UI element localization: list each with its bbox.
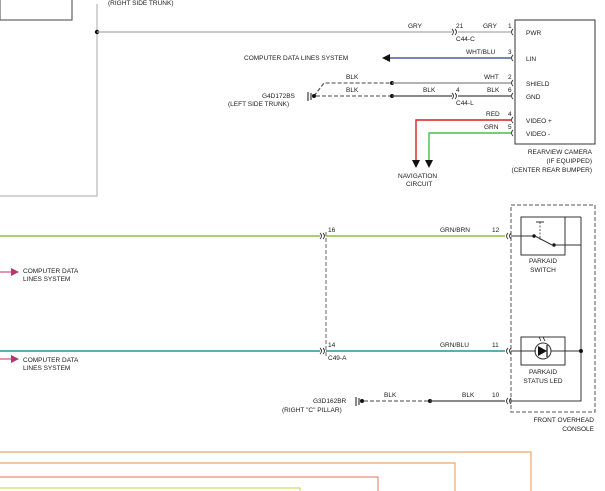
- pin-number: 16: [328, 227, 336, 234]
- component-title: CONSOLE: [562, 426, 594, 433]
- pin-function-label: LIN: [526, 56, 536, 63]
- arrow-right-icon: [11, 268, 19, 276]
- rearview-camera-box: [514, 19, 596, 145]
- wire-salmon: [0, 476, 379, 491]
- ground-symbol-icon: [355, 397, 364, 406]
- ground-location: (RIGHT "C" PILLAR): [282, 407, 342, 414]
- wire-color-label: GRY: [408, 23, 423, 30]
- pin-number: 21: [456, 23, 464, 30]
- pin-number: 3: [508, 49, 512, 56]
- ground-id: G4D172BS: [262, 93, 296, 100]
- arrow-left-icon: [382, 54, 390, 62]
- connector-symbol: [506, 397, 512, 405]
- connector-symbol: [506, 232, 512, 240]
- ground-location: (LEFT SIDE TRUNK): [228, 101, 289, 108]
- pin-function-label: SHIELD: [526, 81, 550, 88]
- connector-id: C44-L: [456, 100, 474, 107]
- arrow-right-icon: [11, 355, 19, 363]
- wire-color-label: BLK: [487, 87, 500, 94]
- wire-color-label: GRY: [483, 23, 498, 30]
- connector-symbol: [506, 347, 512, 355]
- pin-number: 5: [508, 124, 512, 131]
- wire-color-label: GRN/BLU: [440, 342, 469, 349]
- pin-number: 4: [456, 87, 460, 94]
- wire-orange-outer: [0, 451, 532, 491]
- wire-color-label: BLK: [384, 392, 397, 399]
- wire-color-label: BLK: [462, 392, 475, 399]
- component-label: SWITCH: [530, 267, 556, 274]
- pin-function-label: GND: [526, 94, 541, 101]
- wire-shield-drain: [313, 82, 392, 97]
- pin-number: 11: [492, 342, 499, 349]
- pin-number: 4: [508, 111, 512, 118]
- wire-color-label: GRN/BRN: [440, 227, 470, 234]
- wire-internal: [511, 398, 582, 402]
- arrow-down-icon: [412, 160, 420, 168]
- wire-color-label: BLK: [346, 87, 359, 94]
- splice-dot: [579, 349, 583, 353]
- wire-grn-video-minus: [428, 132, 511, 160]
- connector-c44c-symbol: [451, 28, 457, 36]
- component-title: (CENTER REAR BUMPER): [511, 167, 592, 174]
- wire-yellow-green: [0, 487, 301, 491]
- wire-color-label: BLK: [346, 74, 359, 81]
- wire-color-label: BLK: [423, 87, 436, 94]
- wire-color-label: RED: [486, 111, 500, 118]
- connector-symbol: [319, 232, 325, 240]
- component-title: REARVIEW CAMERA: [528, 149, 593, 156]
- wire-orange-inner: [0, 462, 456, 491]
- top-left-component-box: [0, 0, 73, 21]
- connector-id: C49-A: [328, 355, 347, 362]
- switch-icon: [521, 221, 556, 247]
- component-label: PARKAID: [529, 258, 557, 265]
- pin-number: 2: [508, 74, 512, 81]
- pin-number: 12: [492, 227, 500, 234]
- ground-id: G3D162BR: [313, 398, 347, 405]
- computer-data-lines-label: COMPUTER DATA LINES SYSTEM: [244, 55, 348, 62]
- component-title: (IF EQUIPPED): [546, 158, 592, 165]
- pin-function-label: VIDEO +: [526, 118, 552, 125]
- computer-data-lines-label: COMPUTER DATA: [23, 268, 79, 275]
- led-icon: [534, 336, 552, 360]
- component-label: PARKAID: [529, 369, 557, 376]
- trunk-location-label: (RIGHT SIDE TRUNK): [108, 0, 174, 7]
- computer-data-lines-label: LINES SYSTEM: [23, 365, 70, 372]
- arrow-down-icon: [425, 160, 433, 168]
- pin-number: 10: [492, 392, 500, 399]
- navigation-label: CIRCUIT: [406, 181, 432, 188]
- wire-color-label: WHT/BLU: [466, 49, 496, 56]
- frame-line: [0, 4, 98, 197]
- component-title: FRONT OVERHEAD: [533, 417, 594, 424]
- component-label: STATUS LED: [523, 378, 562, 385]
- wire-color-label: GRN: [484, 124, 499, 131]
- front-overhead-console-boundary: [510, 204, 596, 413]
- computer-data-lines-label: LINES SYSTEM: [23, 276, 70, 283]
- pin-number: 6: [508, 87, 512, 94]
- connector-c44l-symbol: [451, 92, 457, 100]
- pin-number: 14: [328, 342, 336, 349]
- ground-symbol-icon: [307, 92, 316, 101]
- connector-id: C44-C: [456, 36, 475, 43]
- pin-number: 1: [508, 23, 512, 30]
- pin-function-label: PWR: [526, 30, 541, 37]
- computer-data-lines-label: COMPUTER DATA: [23, 357, 79, 364]
- connector-symbol: [319, 347, 325, 355]
- pin-function-label: VIDEO -: [526, 131, 550, 138]
- wire-color-label: WHT: [484, 74, 499, 81]
- wire-red-video-plus: [415, 119, 511, 160]
- navigation-label: NAVIGATION: [398, 173, 437, 180]
- camera-connector-marks: [511, 28, 514, 137]
